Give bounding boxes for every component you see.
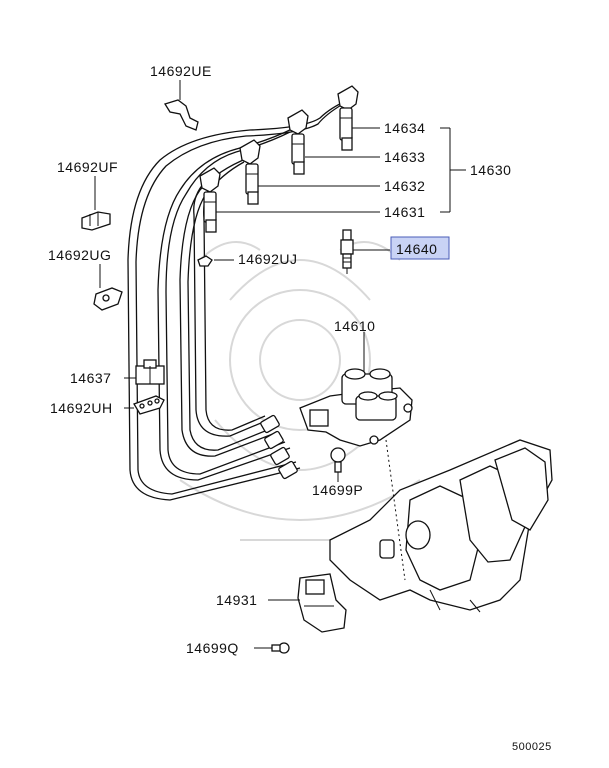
plug-cap-14632[interactable] xyxy=(239,139,261,205)
label-14692UG[interactable]: 14692UG xyxy=(48,247,111,263)
label-14699P[interactable]: 14699P xyxy=(312,482,363,498)
bolt-14699P[interactable] xyxy=(330,447,346,473)
label-14692UE[interactable]: 14692UE xyxy=(150,63,212,79)
clamp-14692UG[interactable] xyxy=(93,287,123,311)
clamp-14692UE[interactable] xyxy=(164,99,199,131)
sensor-14931[interactable] xyxy=(297,573,347,633)
plug-cap-14633[interactable] xyxy=(287,109,309,175)
label-14692UJ[interactable]: 14692UJ xyxy=(238,251,298,267)
label-14692UH[interactable]: 14692UH xyxy=(50,400,113,416)
spark-plug-wire-bundle[interactable] xyxy=(127,99,349,501)
spark-plug-14640[interactable] xyxy=(340,229,354,274)
bolt-14699Q[interactable] xyxy=(271,642,290,654)
highlight-14640 xyxy=(390,236,450,260)
group-bracket-14630 xyxy=(440,127,466,213)
label-14631[interactable]: 14631 xyxy=(384,204,425,220)
label-14630[interactable]: 14630 xyxy=(470,162,511,178)
leader-lines xyxy=(94,80,390,649)
clamp-14692UH[interactable] xyxy=(133,395,165,415)
label-14610[interactable]: 14610 xyxy=(334,318,375,334)
plug-cap-14631[interactable] xyxy=(199,167,221,233)
label-14692UF[interactable]: 14692UF xyxy=(57,159,118,175)
plug-cap-14634[interactable] xyxy=(337,85,359,151)
holder-14637[interactable] xyxy=(135,359,165,385)
label-14633[interactable]: 14633 xyxy=(384,149,425,165)
label-14640[interactable]: 14640 xyxy=(396,241,437,257)
label-14634[interactable]: 14634 xyxy=(384,120,425,136)
reference-number: 500025 xyxy=(512,741,552,753)
wire-end-connectors[interactable] xyxy=(260,414,298,480)
ignition-coil-14610[interactable] xyxy=(299,368,413,447)
clamp-14692UJ[interactable] xyxy=(197,255,213,267)
label-14931[interactable]: 14931 xyxy=(216,592,257,608)
label-14637[interactable]: 14637 xyxy=(70,370,111,386)
engine-manifold xyxy=(329,439,553,613)
label-14632[interactable]: 14632 xyxy=(384,178,425,194)
clamp-14692UF[interactable] xyxy=(81,211,111,231)
label-14699Q[interactable]: 14699Q xyxy=(186,640,239,656)
